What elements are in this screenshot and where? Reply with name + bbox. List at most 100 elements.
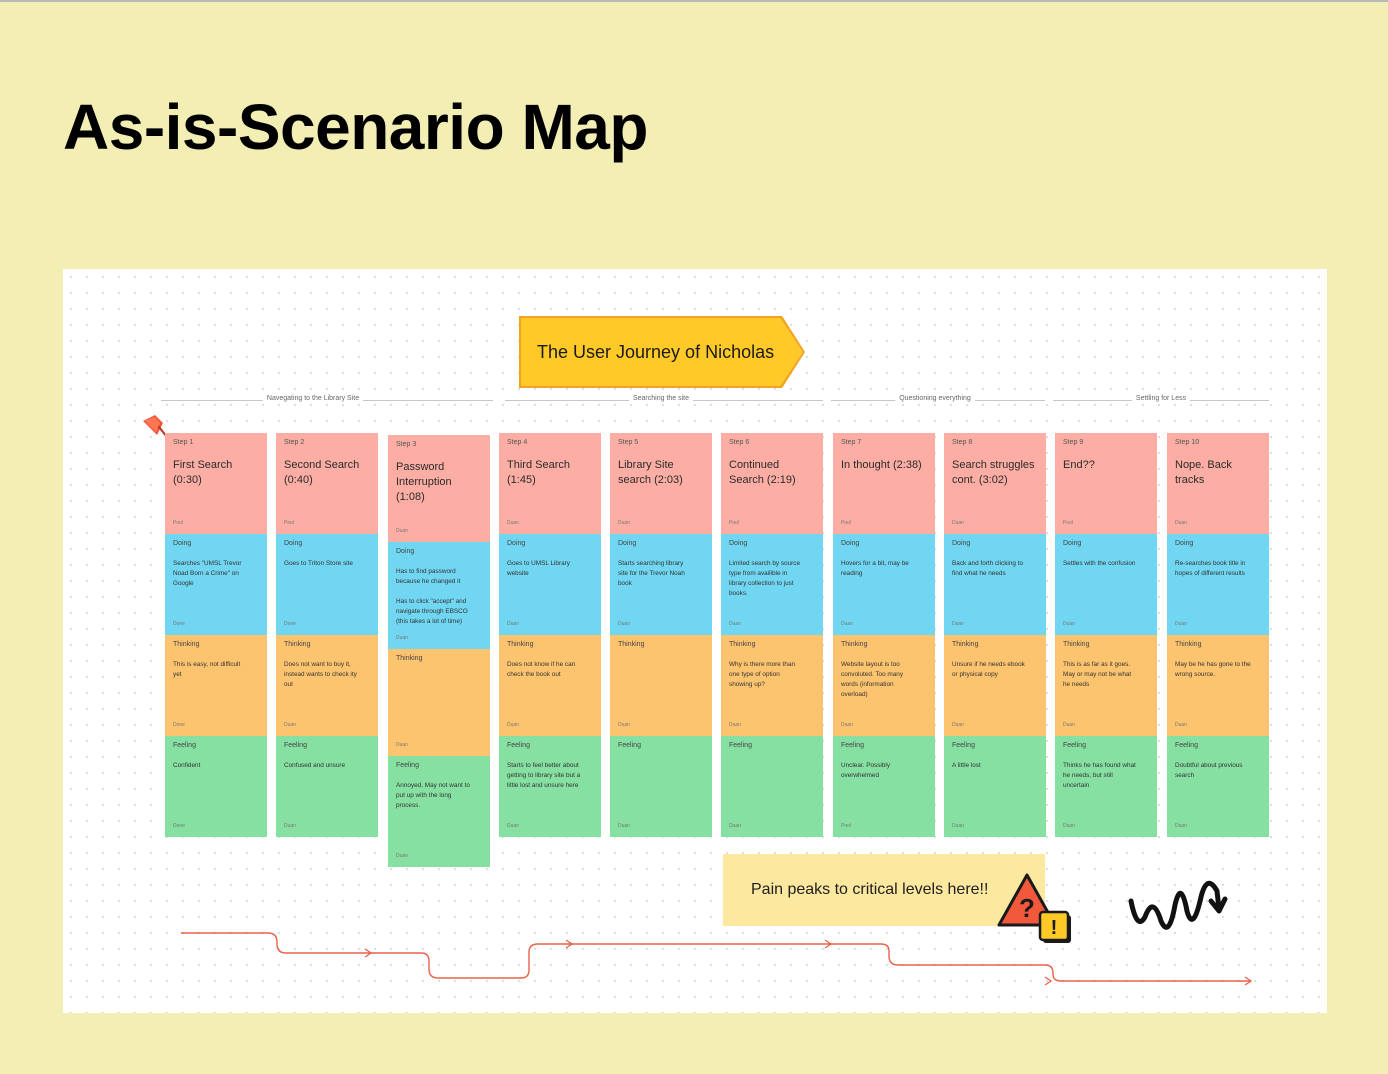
feeling-text: Doubtful about previous search <box>1175 762 1243 779</box>
doing-text: Has to find password because he changed … <box>396 568 468 625</box>
card-author: Duan <box>396 635 408 641</box>
feeling-label: Feeling <box>1175 742 1198 749</box>
card-author: Done <box>173 823 185 829</box>
card-author: Duan <box>952 722 964 728</box>
card-author: Duan <box>1175 621 1187 627</box>
card-author: Duan <box>618 621 630 627</box>
card-author: Pool <box>841 823 852 829</box>
card-author: Duan <box>952 520 964 526</box>
journey-banner[interactable]: The User Journey of Nicholas <box>521 318 803 386</box>
step-title: Library Site search (2:03) <box>618 459 683 486</box>
step-number: Step 10 <box>1175 439 1200 446</box>
thinking-label: Thinking <box>1063 641 1090 648</box>
journey-board[interactable]: The User Journey of Nicholas Navegating … <box>63 269 1327 1013</box>
doing-text: Back and forth clicking to find what he … <box>952 560 1024 577</box>
feeling-text: Starts to feel better about getting to l… <box>507 762 581 789</box>
doing-label: Doing <box>841 540 860 547</box>
warning-icon: ? ! <box>997 873 1071 943</box>
thinking-text: This is easy, not difficult yet <box>173 661 241 678</box>
card-author: Duan <box>284 823 296 829</box>
doing-label: Doing <box>618 540 637 547</box>
pain-peak-note[interactable]: Pain peaks to critical levels here!! <box>723 854 1045 926</box>
svg-text:!: ! <box>1051 917 1058 939</box>
doing-label: Doing <box>396 548 415 555</box>
feeling-text: Thinks he has found what he needs, but s… <box>1063 762 1136 789</box>
card-author: Duan <box>952 621 964 627</box>
thinking-label: Thinking <box>618 641 645 648</box>
doing-text: Re-searches book title in hopes of diffe… <box>1175 560 1246 577</box>
doing-label: Doing <box>952 540 971 547</box>
card-author: Duan <box>841 621 853 627</box>
feeling-label: Feeling <box>729 742 752 749</box>
card-author: Duan <box>507 823 519 829</box>
doing-text: Starts searching library site for the Tr… <box>618 560 685 587</box>
thinking-label: Thinking <box>173 641 200 648</box>
step-title: Continued Search (2:19) <box>729 459 796 486</box>
card-author: Pool <box>284 520 295 526</box>
doing-label: Doing <box>1175 540 1194 547</box>
doing-label: Doing <box>284 540 303 547</box>
step-title: Search struggles cont. (3:02) <box>952 459 1035 486</box>
feeling-label: Feeling <box>952 742 975 749</box>
card-author: Duan <box>729 722 741 728</box>
feeling-label: Feeling <box>284 742 307 749</box>
card-author: Duan <box>729 823 741 829</box>
doing-text: Goes to UMSL Library website <box>507 560 570 577</box>
feeling-label: Feeling <box>173 742 196 749</box>
thinking-text: This is as far as it goes. May or may no… <box>1063 661 1132 688</box>
doing-text: Searches "UMSL Trevor Noad Born a Crime"… <box>173 560 242 587</box>
card-author: Duan <box>841 722 853 728</box>
step-number: Step 2 <box>284 439 305 446</box>
step-title: Password Interruption (1:08) <box>396 461 452 503</box>
step-number: Step 4 <box>507 439 528 446</box>
feeling-text: A little lost <box>952 762 981 769</box>
feeling-label: Feeling <box>396 762 419 769</box>
step-title: First Search (0:30) <box>173 459 233 486</box>
journey-path <box>181 932 1253 986</box>
step-number: Step 7 <box>841 439 862 446</box>
thinking-label: Thinking <box>284 641 311 648</box>
